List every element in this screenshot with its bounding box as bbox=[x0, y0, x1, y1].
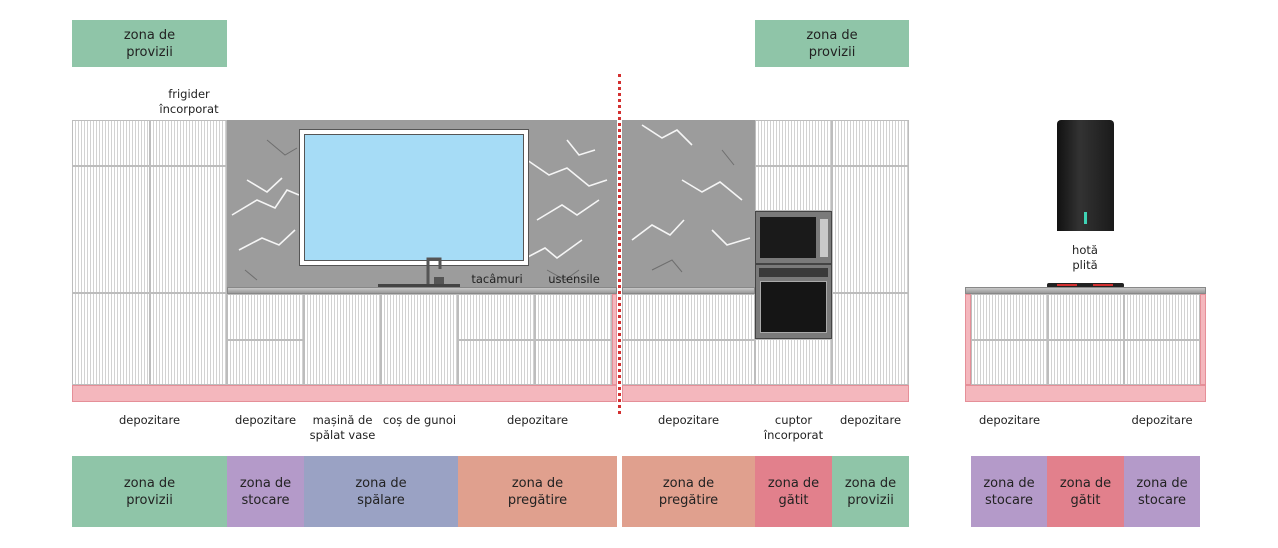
base-cabinet-drawer-low-4 bbox=[622, 340, 755, 385]
island-cabinet-3-top bbox=[1124, 294, 1200, 340]
label-storage-4: depozitare bbox=[657, 413, 720, 427]
oven-control-panel bbox=[759, 268, 828, 277]
hob-label: plită bbox=[1072, 258, 1098, 272]
section-divider bbox=[618, 74, 621, 414]
label-storage-3: depozitare bbox=[506, 413, 569, 427]
tall-cabinet-1-mid bbox=[72, 166, 150, 293]
label-storage-2: depozitare bbox=[234, 413, 297, 427]
hood-indicator-icon bbox=[1084, 212, 1087, 224]
zone-stocare-2: zona de stocare bbox=[971, 456, 1047, 527]
zone-stocare-3: zona de stocare bbox=[1124, 456, 1200, 527]
hood-label: hotă bbox=[1072, 243, 1098, 257]
zone-provizii-1: zona de provizii bbox=[72, 456, 227, 527]
island-side-right bbox=[1200, 294, 1206, 385]
hob-burner-left bbox=[1057, 284, 1077, 286]
built-in-oven bbox=[755, 264, 832, 339]
label-oven: cuptor încorporat bbox=[763, 413, 824, 442]
end-panel-left bbox=[612, 294, 617, 385]
top-zone-provizii-right: zona de provizii bbox=[755, 20, 909, 67]
top-zone-provizii-left: zona de provizii bbox=[72, 20, 227, 67]
oven-column-top bbox=[755, 120, 832, 166]
island-countertop bbox=[965, 287, 1206, 294]
island-cabinet-1-top bbox=[971, 294, 1048, 340]
zone-gatit-2: zona de gătit bbox=[1047, 456, 1124, 527]
label-storage-1: depozitare bbox=[118, 413, 181, 427]
cutlery-label: tacâmuri bbox=[471, 272, 523, 286]
base-cabinet-drawer-low-1 bbox=[227, 340, 304, 385]
base-cabinet-drawer-top-3 bbox=[535, 294, 612, 340]
marble-backsplash-right bbox=[622, 120, 755, 288]
tall-cabinet-1-top bbox=[72, 120, 150, 166]
sink-edge bbox=[378, 284, 460, 288]
oven-column-low bbox=[755, 339, 832, 385]
island-kickplate bbox=[965, 385, 1206, 402]
utensils-label: ustensile bbox=[548, 272, 600, 286]
fridge-label: frigider încorporat bbox=[159, 87, 219, 116]
kickplate-right bbox=[622, 385, 909, 402]
zone-spalare: zona de spălare bbox=[304, 456, 458, 527]
label-storage-5: depozitare bbox=[839, 413, 902, 427]
island-side-left bbox=[965, 294, 971, 385]
island-cabinet-2-low bbox=[1048, 340, 1124, 385]
zone-pregatire-2: zona de pregătire bbox=[622, 456, 755, 527]
microwave-window bbox=[760, 217, 816, 258]
fridge-cabinet-mid bbox=[150, 166, 227, 293]
faucet-icon bbox=[424, 255, 448, 288]
oven-window bbox=[760, 281, 827, 333]
hob-burner-right bbox=[1093, 284, 1113, 286]
label-storage-6: depozitare bbox=[978, 413, 1041, 427]
microwave-controls bbox=[820, 219, 828, 257]
base-cabinet-drawer-top-2 bbox=[458, 294, 535, 340]
label-dishwasher: mașină de spălat vase bbox=[309, 413, 376, 442]
island-cabinet-1-low bbox=[971, 340, 1048, 385]
zone-pregatire-1: zona de pregătire bbox=[458, 456, 617, 527]
range-hood bbox=[1057, 120, 1114, 231]
dishwasher-panel bbox=[304, 294, 381, 385]
oven-column-mid bbox=[755, 166, 832, 211]
zone-stocare-1: zona de stocare bbox=[227, 456, 304, 527]
label-storage-7: depozitare bbox=[1131, 413, 1193, 427]
label-trash: coș de gunoi bbox=[382, 413, 457, 427]
base-cabinet-drawer-low-2 bbox=[458, 340, 535, 385]
pantry-right-low bbox=[832, 293, 909, 385]
island-cabinet-3-low bbox=[1124, 340, 1200, 385]
base-cabinet-drawer-top-1 bbox=[227, 294, 304, 340]
island-cabinet-2-top bbox=[1048, 294, 1124, 340]
hob-surface bbox=[1047, 283, 1124, 288]
window-glass bbox=[304, 134, 524, 261]
countertop-left bbox=[227, 287, 617, 294]
window-frame bbox=[299, 129, 529, 266]
base-cabinet-drawer-top-4 bbox=[622, 294, 755, 340]
fridge-cabinet-low bbox=[150, 293, 227, 385]
zone-gatit-1: zona de gătit bbox=[755, 456, 832, 527]
fridge-cabinet-top bbox=[150, 120, 227, 166]
microwave bbox=[755, 211, 832, 264]
tall-cabinet-1-low bbox=[72, 293, 150, 385]
countertop-right bbox=[622, 287, 755, 294]
base-cabinet-drawer-low-3 bbox=[535, 340, 612, 385]
pantry-right-mid bbox=[832, 166, 909, 293]
trash-bin-cabinet bbox=[381, 294, 458, 385]
zone-provizii-2: zona de provizii bbox=[832, 456, 909, 527]
kickplate-left bbox=[72, 385, 617, 402]
pantry-right-top bbox=[832, 120, 909, 166]
